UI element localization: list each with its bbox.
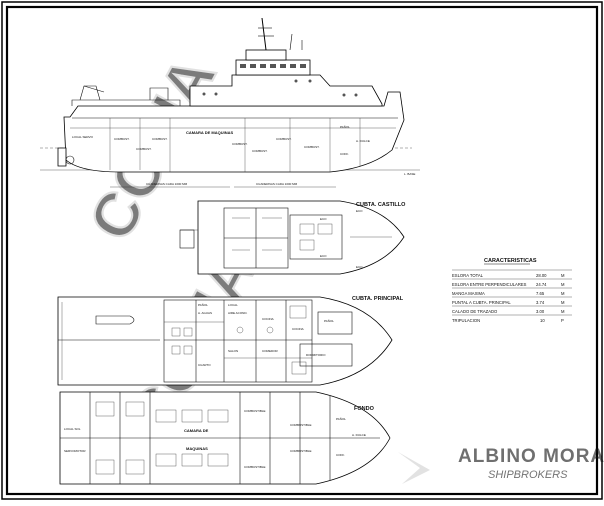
fondo-label: PAÑOL	[336, 416, 346, 421]
specs-title: CARACTERISTICAS	[484, 258, 537, 264]
baseline-label: L. BASE	[404, 172, 415, 176]
principal-label: AIRE ACOND.	[228, 311, 248, 315]
profile-frames	[109, 118, 361, 172]
profile-room-label: COMBUST.	[304, 145, 320, 149]
spec-value: 10	[540, 318, 545, 323]
principal-fixtures	[171, 305, 307, 375]
principal-label: PAÑOL	[198, 302, 208, 307]
fondo-title: FONDO	[354, 406, 375, 412]
profile-room-label: PAÑOL	[340, 124, 350, 129]
spec-label: MANGA MAXIMA	[452, 291, 485, 296]
deck-castillo: ECO ECO ECO ECO CUBTA. CASTILLO	[179, 200, 406, 275]
forward-mess	[299, 343, 353, 367]
castillo-wheelhouse	[289, 214, 343, 260]
fondo-label: COMBUSTIBLE	[244, 465, 266, 469]
profile-room-label: COMBUST.	[252, 149, 268, 153]
stern-gantry	[79, 85, 101, 101]
superstructure	[189, 74, 383, 107]
wheelhouse-top	[245, 49, 287, 61]
fondo-label: COMBUSTIBLE	[290, 423, 312, 427]
work-boat	[95, 315, 135, 325]
castillo-title: CUBTA. CASTILLO	[356, 202, 406, 208]
frame-spacing-left: CUADERNAS CADA 1000 MM	[146, 182, 188, 186]
principal-label: CUARTO	[198, 363, 211, 367]
spec-unit: M	[561, 273, 565, 278]
fondo-label: MAQUINAS	[186, 446, 208, 451]
deck-crane	[149, 87, 169, 100]
fondo-bulkheads	[89, 392, 331, 484]
frame-spacing-right: CUADERNAS CADA 1000 MM	[256, 182, 298, 186]
fondo-label: A. DULCE	[352, 433, 366, 437]
principal-label: LOCAL	[228, 303, 238, 307]
spec-label: PUNTAL A CUBTA. PRINCIPAL	[452, 300, 511, 305]
principal-label: PAÑOL	[324, 318, 334, 323]
spec-label: TRIPULACION	[452, 318, 480, 323]
fondo-label: COMBUSTIBLE	[244, 409, 266, 413]
profile-room-label: COMBUST.	[232, 142, 248, 146]
castillo-stair	[179, 229, 195, 249]
profile-room-label: CAMARA DE MAQUINAS	[186, 130, 234, 135]
spec-value: 24.74	[536, 282, 547, 287]
profile-room-label: COMBUST.	[152, 137, 168, 141]
profile-room-label: A. DULCE	[356, 139, 370, 143]
spec-value: 3.74	[536, 300, 545, 305]
brand-line-2: SHIPBROKERS	[488, 469, 568, 481]
brand-logo-icon	[398, 452, 430, 484]
accommodation-block	[163, 299, 313, 383]
castillo-label: ECO	[320, 217, 327, 221]
principal-outline	[57, 296, 393, 386]
mast	[261, 17, 267, 51]
profile-hull	[63, 91, 405, 173]
castillo-label: ECO	[356, 209, 363, 213]
principal-label: SALON	[228, 349, 238, 353]
rudder	[57, 147, 67, 167]
brand-watermark: ALBINO MORAN SHIPBROKERS	[398, 446, 604, 484]
propeller	[65, 155, 75, 165]
deck-fondo: LOCAL SOL SERVOMOTOR CAMARA DE MAQUINAS …	[59, 391, 391, 485]
deck-principal: PAÑOL A. AGUAS LOCAL AIRE ACOND. COCINA …	[57, 296, 404, 386]
fondo-label: COFF.	[336, 453, 345, 457]
fondo-machinery	[95, 401, 229, 475]
spec-unit: P	[561, 318, 564, 323]
profile-windows	[202, 64, 358, 97]
profile-room-label: COMBUST.	[276, 137, 292, 141]
spec-unit: M	[561, 291, 565, 296]
principal-label: COMEDOR	[262, 349, 279, 353]
inner-frame	[5, 5, 599, 496]
spec-unit: M	[561, 309, 565, 314]
profile-view: L. BASE	[40, 17, 420, 188]
profile-room-label: LOCAL SERVO	[72, 135, 94, 139]
spec-unit: M	[561, 300, 565, 305]
profile-room-label: COFF.	[340, 152, 349, 156]
spec-label: CALADO DE TRAZADO	[452, 309, 498, 314]
profile-room-label: COMBUST.	[136, 147, 152, 151]
spec-label: ESLORA TOTAL	[452, 273, 484, 278]
characteristics-table: CARACTERISTICAS ESLORA TOTAL 28.00 M ESL…	[452, 258, 572, 323]
principal-title: CUBTA. PRINCIPAL	[352, 296, 404, 302]
castillo-label: ECO	[320, 254, 327, 258]
castillo-label: ECO	[356, 265, 363, 269]
spec-label: ESLORA ENTRE PERPENDICULARES	[452, 282, 527, 287]
fondo-label: SERVOMOTOR	[64, 449, 86, 453]
fondo-label: LOCAL SOL	[64, 427, 81, 431]
principal-label: COCINA	[292, 327, 304, 331]
spec-value: 3.00	[536, 309, 545, 314]
bulwark	[71, 99, 181, 106]
principal-label: A. AGUAS	[198, 311, 212, 315]
castillo-outline	[197, 200, 405, 275]
fondo-label: COMBUSTIBLE	[290, 449, 312, 453]
profile-room-label: COMBUST.	[114, 137, 130, 141]
principal-label: DORMITORIO	[306, 353, 326, 357]
principal-label: COCINA	[262, 317, 274, 321]
spec-value: 28.00	[536, 273, 547, 278]
forward-cabin	[317, 311, 353, 335]
fondo-label: CAMARA DE	[184, 428, 209, 433]
brand-line-1: ALBINO MORAN	[458, 446, 604, 467]
spec-value: 7.65	[536, 291, 545, 296]
spec-unit: M	[561, 282, 565, 287]
